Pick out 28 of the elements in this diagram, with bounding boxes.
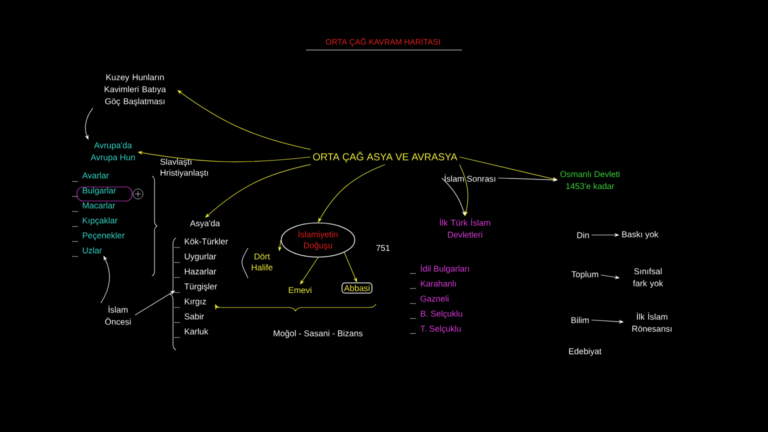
- ellipse-node: İslamiyetin Doğuşu: [280, 222, 356, 258]
- label-text: Moğol - Sasani - Bizans: [274, 330, 363, 338]
- note-text: Din: [577, 232, 589, 238]
- note-text: Bilim: [572, 316, 589, 324]
- title: ORTA ÇAĞ KAVRAM HARİTASI: [326, 38, 440, 46]
- note-text: Toplum: [572, 271, 598, 279]
- note-text: İslam Öncesi: [105, 305, 131, 325]
- list-text: İdil Bulgarları Karahanlı Gazneli B. Selçuklu T. Selçuklu: [420, 264, 469, 334]
- label-text: Slavlaştı Hristiyanlaştı: [160, 158, 208, 178]
- label-text: 751: [376, 245, 390, 251]
- note-text: Baskı yok: [622, 231, 658, 239]
- list-text: Avarlar Bulgarlar Macarlar Kıpçaklar Peçenekler Uzlar: [82, 172, 125, 254]
- boxed-text: Abbasi: [342, 282, 372, 294]
- topic-text: ORTA ÇAĞ ASYA VE AVRASYA: [313, 152, 458, 162]
- branch-text: Dört Halife: [252, 254, 272, 270]
- list-text: Kök-Türkler Uygurlar Hazarlar Türgişler Kırgız Sabir Karluk: [184, 238, 228, 334]
- branch-text: Osmanlı Devleti 1453'e kadar: [560, 170, 620, 190]
- note-text: Asya'da: [190, 220, 220, 228]
- branch-text: Emevi: [288, 286, 312, 294]
- note-text: İslam Sonrası: [444, 174, 496, 182]
- note-text: Kuzey Hunların Kavimleri Batıya Göç Başlatması: [104, 74, 166, 106]
- heading-text: Avrupa'da Avrupa Hun: [90, 142, 135, 162]
- label-text: Edebiyat: [569, 348, 602, 356]
- note-text: İlk İslam Rönesansı: [632, 312, 672, 332]
- note-text: Sınıfsal fark yok: [633, 268, 664, 288]
- arrow: [205, 164, 311, 218]
- heading-text: İlk Türk İslam Devletleri: [440, 218, 490, 238]
- arrow: [318, 164, 386, 222]
